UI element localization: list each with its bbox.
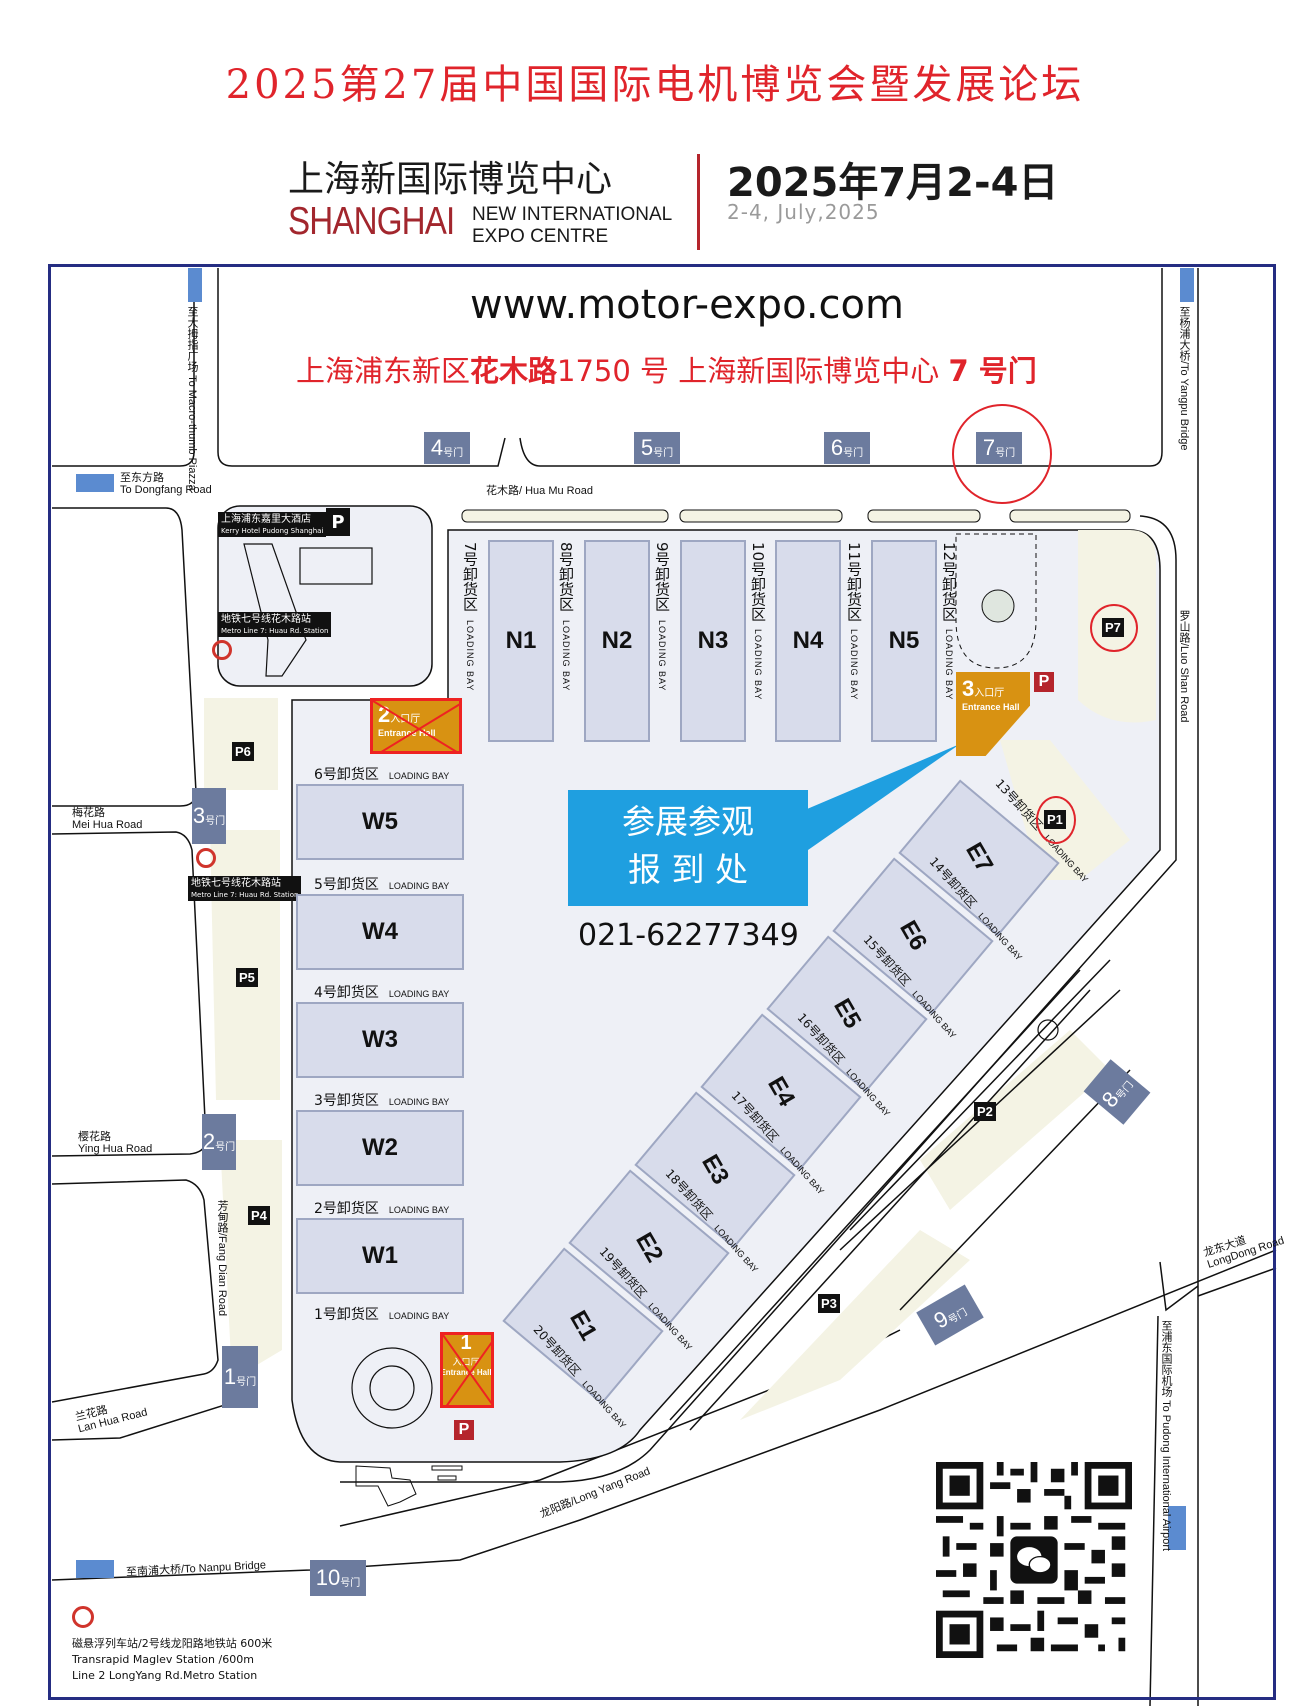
hall-w4: W4: [296, 894, 464, 970]
hall-w2: W2: [296, 1110, 464, 1186]
hall-w1: W1: [296, 1218, 464, 1294]
hall-n5: N5: [871, 540, 937, 742]
gate-7-highlight-circle: [952, 404, 1052, 504]
parking-garage-icon: P: [326, 508, 350, 536]
header-divider: [697, 154, 700, 250]
maglev-info: 磁悬浮列车站/2号线龙阳路地铁站 600米 Transrapid Maglev …: [72, 1637, 273, 1682]
road-label-huamu: 花木路/ Hua Mu Road: [486, 485, 593, 497]
parking-icon: P: [454, 1420, 474, 1440]
hall-w5: W5: [296, 784, 464, 860]
venue-address: 上海浦东新区花木路1750 号 上海新国际博览中心 7 号门: [296, 354, 1037, 388]
parking-icon: P: [1034, 672, 1054, 692]
road-label-fangdian: 芳甸路/Fang Dian Road: [216, 1200, 228, 1317]
hall-n2: N2: [584, 540, 650, 742]
road-label-luoshan: 罗山路/Luo Shan Road: [1178, 610, 1190, 723]
parking-p6: P6: [232, 742, 254, 761]
arrow-left-icon: [76, 474, 114, 492]
loading-bay-11: 11号卸货区LOADING BAY: [845, 542, 863, 701]
parking-p7-highlight-circle: [1090, 604, 1138, 652]
road-label-pudong-airport: 至浦东国际机场 To Pudong International Airport: [1160, 1320, 1172, 1552]
registration-phone: 021-62277349: [578, 918, 799, 953]
venue-shanghai-logo: SHANGHAI: [288, 200, 455, 243]
event-date-en: 2-4, July,2025: [727, 200, 880, 224]
metro-logo-icon: [212, 640, 232, 660]
website-url[interactable]: www.motor-expo.com: [470, 282, 904, 328]
parking-p4: P4: [248, 1206, 270, 1225]
registration-desk-callout: 参展参观报 到 处: [568, 790, 808, 906]
metro-logo-icon: [72, 1606, 94, 1628]
arrow-up-icon: [188, 268, 202, 302]
parking-p2: P2: [974, 1102, 996, 1121]
venue-name-cn: 上海新国际博览中心: [288, 159, 613, 200]
parking-p5: P5: [236, 968, 258, 987]
loading-bay-9: 9号卸货区LOADING BAY: [653, 542, 671, 691]
metro-logo-icon: [196, 848, 216, 868]
parking-p3: P3: [818, 1294, 840, 1313]
map-frame: [48, 264, 1276, 1700]
loading-bay-8: 8号卸货区LOADING BAY: [557, 542, 575, 691]
road-label-macro-thumb: 至大拇指广场 To Macro-thumb Piazza: [186, 306, 198, 491]
loading-bay-10: 10号卸货区LOADING BAY: [749, 542, 767, 701]
event-date-cn: 2025年7月2-4日: [727, 160, 1059, 206]
parking-p1-highlight-circle: [1036, 796, 1076, 844]
hall-n3: N3: [680, 540, 746, 742]
hall-n4: N4: [775, 540, 841, 742]
arrow-down-icon: [1168, 1506, 1186, 1550]
arrow-left-icon: [76, 1560, 114, 1578]
event-title: 2025第27届中国国际电机博览会暨发展论坛: [225, 62, 1085, 108]
loading-bay-12: 12号卸货区LOADING BAY: [940, 542, 958, 701]
closed-x-icon: [370, 698, 462, 754]
venue-name-en-2: EXPO CENTRE: [472, 226, 609, 247]
venue-name-en-1: NEW INTERNATIONAL: [472, 204, 673, 225]
loading-bay-7: 7号卸货区LOADING BAY: [461, 542, 479, 691]
closed-x-icon: [440, 1332, 494, 1408]
wechat-qr-code[interactable]: [936, 1462, 1132, 1658]
hall-w3: W3: [296, 1002, 464, 1078]
road-label-yangpu: 至杨浦大桥/To Yangpu Bridge: [1178, 306, 1190, 451]
hall-n1: N1: [488, 540, 554, 742]
arrow-up-icon: [1180, 268, 1194, 302]
